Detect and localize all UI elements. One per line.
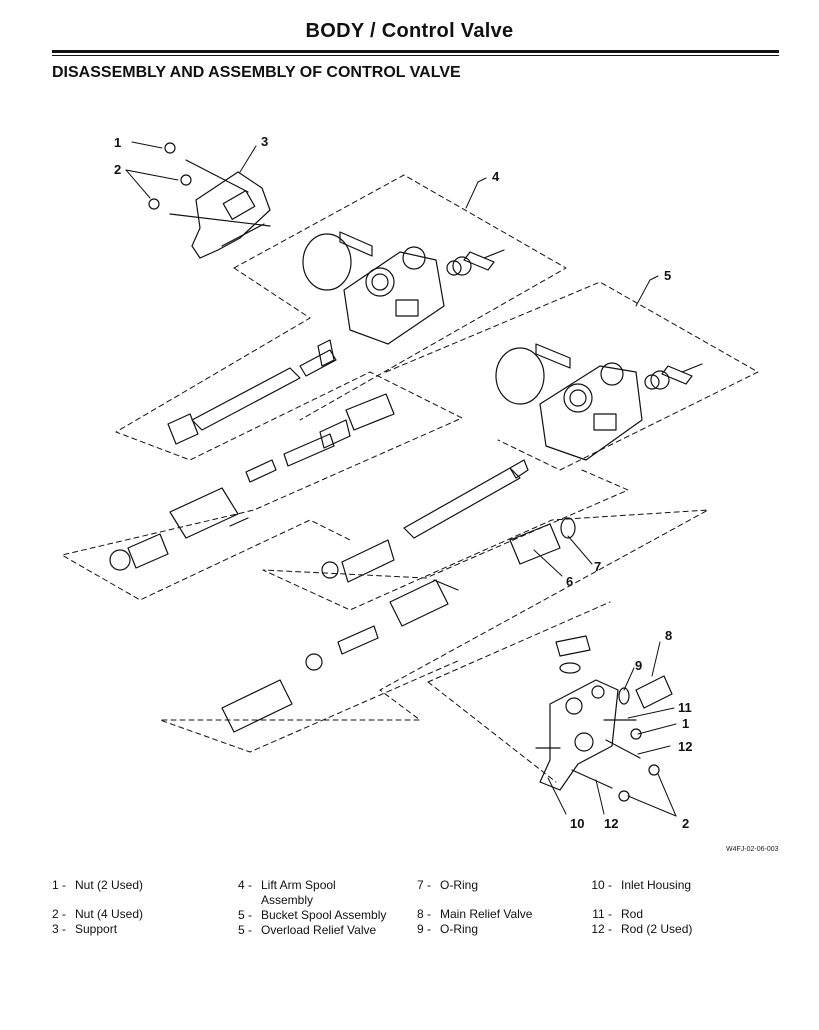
bucket-valve-body [495, 343, 703, 461]
legend-text: Rod (2 Used) [621, 922, 693, 936]
callout-1: 1 [114, 135, 121, 150]
callout-6: 6 [566, 574, 573, 589]
legend-column-1: 1 - Nut (2 Used) 2 - Nut (4 Used) 3 - Suppo… [36, 878, 143, 937]
legend-column-3: 7 - O-Ring 8 - Main Relief Valve 9 - O-Ring [401, 878, 533, 937]
legend-item-continued: Assembly [222, 893, 386, 908]
callout-2: 2 [114, 162, 121, 177]
legend-num: 12 - [591, 922, 612, 936]
callout-12b: 12 [604, 816, 618, 831]
legend-num: 5 - [237, 908, 252, 922]
callout-8: 8 [665, 628, 672, 643]
legend-item: 8 - Main Relief Valve [401, 907, 533, 922]
legend-item: 3 - Support [36, 922, 143, 937]
legend-item: 11 - Rod [582, 907, 692, 922]
callout-7: 7 [594, 559, 601, 574]
legend-item: 5 - Bucket Spool Assembly [222, 908, 386, 923]
legend-text: Main Relief Valve [440, 907, 533, 921]
legend-text: Nut (4 Used) [75, 907, 144, 921]
legend-num: 3 - [51, 922, 66, 936]
legend-text: O-Ring [440, 922, 479, 936]
legend-text: Rod [621, 907, 644, 921]
legend-item: 4 - Lift Arm Spool [222, 878, 386, 893]
legend-text: Inlet Housing [621, 878, 692, 892]
callout-3: 3 [261, 134, 268, 149]
legend-text: Support [75, 922, 118, 936]
lift-arm-spool-parts [109, 339, 395, 571]
inlet-housing-parts [535, 635, 673, 802]
legend-item: 9 - O-Ring [401, 922, 532, 937]
callout-10: 10 [570, 816, 584, 831]
legend-item: 2 - Nut (4 Used) [36, 907, 143, 922]
legend-num: 9 - [416, 922, 431, 936]
callout-11: 11 [678, 700, 692, 715]
lift-arm-valve-body [302, 231, 505, 345]
legend-item: 5 - Overload Relief Valve [222, 923, 386, 938]
callout-2b: 2 [682, 816, 689, 831]
legend-item: 7 - O-Ring [401, 878, 532, 893]
legend-num: 2 - [51, 907, 66, 921]
bucket-spool-parts [221, 459, 576, 733]
legend-num: 5 - [237, 923, 252, 937]
legend-num: 4 - [237, 878, 252, 892]
legend-item: 10 - Inlet Housing [582, 878, 692, 893]
legend-num: 10 - [591, 878, 612, 892]
callout-1b: 1 [682, 716, 689, 731]
assembly-boundaries [61, 174, 759, 783]
legend-text: Bucket Spool Assembly [261, 908, 387, 922]
legend-text: Lift Arm Spool [261, 878, 336, 892]
legend-text: O-Ring [440, 878, 479, 892]
legend-item: 1 - Nut (2 Used) [36, 878, 143, 893]
legend-item: 12 - Rod (2 Used) [582, 922, 692, 937]
legend-num: 11 - [592, 907, 612, 921]
callout-5: 5 [664, 268, 671, 283]
legend-num: 7 - [416, 878, 431, 892]
page-title: BODY / Control Valve [305, 20, 514, 42]
title-rule-thin [52, 55, 779, 56]
title-rule-thick [52, 50, 779, 53]
section-title: DISASSEMBLY AND ASSEMBLY OF CONTROL VALV… [52, 64, 461, 81]
legend-text: Nut (2 Used) [75, 878, 144, 892]
legend-num: 1 - [51, 878, 66, 892]
callout-leaders [125, 141, 677, 817]
legend-num: 8 - [416, 907, 431, 921]
legend-text: Overload Relief Valve [261, 923, 377, 937]
callout-4: 4 [492, 169, 500, 184]
legend-text: Assembly [261, 893, 314, 907]
callout-9: 9 [635, 658, 642, 673]
callout-12: 12 [678, 739, 692, 754]
legend-column-4: 10 - Inlet Housing 11 - Rod 12 - Rod (2 Use… [582, 878, 692, 937]
legend-column-2: 4 - Lift Arm Spool Assembly 5 - Bucket Spo… [222, 878, 386, 938]
figure-code: W4FJ-02-06-003 [726, 846, 779, 853]
support-assembly [148, 142, 271, 259]
